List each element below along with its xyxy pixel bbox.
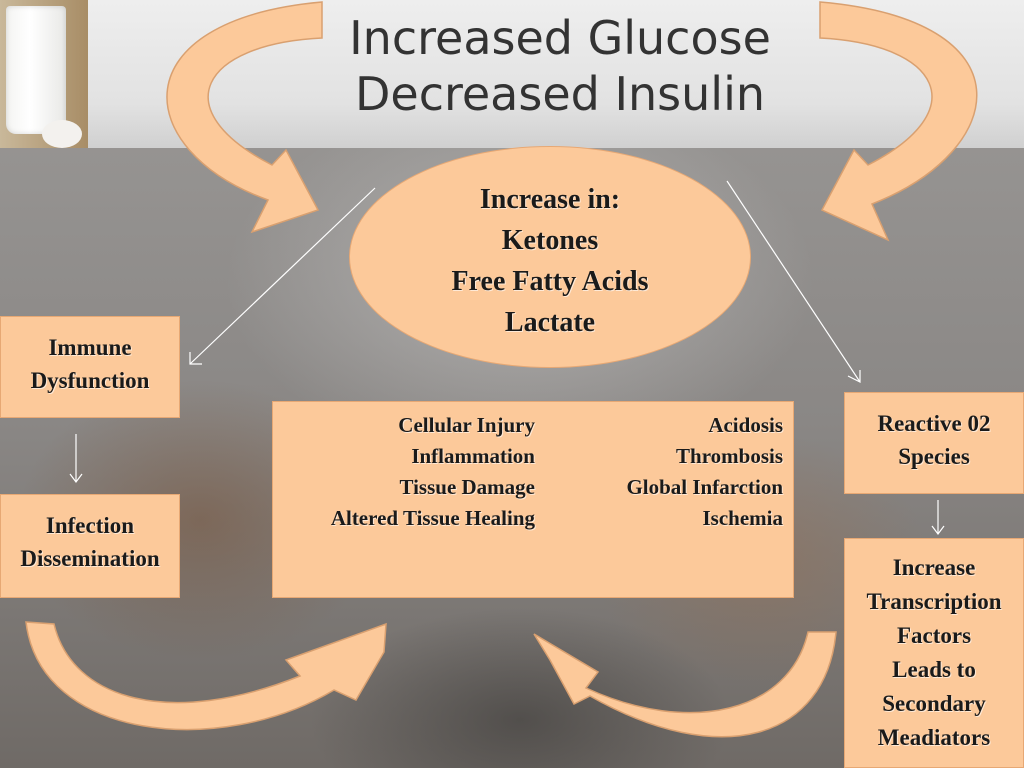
increase-in-ellipse: Increase in: Ketones Free Fatty Acids La…: [349, 146, 751, 368]
box-line: Dissemination: [20, 546, 160, 571]
transcription-factors-box: Increase Transcription Factors Leads to …: [844, 538, 1024, 768]
connector-ellipse-to-immune: [189, 187, 376, 365]
reactive-o2-species-box: Reactive 02 Species: [844, 392, 1024, 494]
down-arrow-ros-to-transcription: [931, 500, 945, 535]
slide-title: Increased Glucose Decreased Insulin: [290, 10, 830, 122]
box-line: Reactive 02: [877, 411, 991, 436]
effect-item: Inflammation: [411, 444, 535, 468]
curved-arrow-top-right: [819, 1, 978, 242]
title-line-1: Increased Glucose: [349, 11, 771, 65]
effects-center-box: Cellular Injury Inflammation Tissue Dama…: [272, 401, 794, 598]
ellipse-line: Increase in:: [479, 184, 621, 215]
curved-arrow-top-left: [166, 1, 323, 234]
box-line: Dysfunction: [30, 368, 150, 393]
effect-item: Global Infarction: [626, 475, 783, 499]
effect-item: Altered Tissue Healing: [330, 506, 535, 530]
effect-item: Ischemia: [702, 506, 784, 530]
curved-arrow-bottom-right: [533, 631, 837, 738]
box-line: Increase: [892, 555, 976, 580]
effect-item: Cellular Injury: [398, 413, 535, 437]
box-line: Immune: [48, 335, 132, 360]
box-line: Meadiators: [877, 725, 991, 750]
box-line: Species: [898, 444, 970, 469]
curved-arrow-bottom-left: [25, 621, 387, 731]
ellipse-line: Ketones: [501, 225, 599, 256]
ellipse-line: Free Fatty Acids: [451, 266, 649, 297]
box-line: Secondary: [882, 691, 986, 716]
box-line: Transcription: [866, 589, 1002, 614]
effects-right-column: Acidosis Thrombosis Global Infarction Is…: [543, 410, 783, 534]
immune-dysfunction-box: Immune Dysfunction: [0, 316, 180, 418]
title-line-2: Decreased Insulin: [354, 67, 766, 121]
box-line: Infection: [45, 513, 135, 538]
ellipse-line: Lactate: [504, 307, 596, 338]
milk-photo: [0, 0, 88, 148]
effects-left-column: Cellular Injury Inflammation Tissue Dama…: [273, 410, 535, 534]
down-arrow-immune-to-infection: [69, 434, 83, 483]
egg-icon: [42, 120, 82, 148]
effect-item: Tissue Damage: [399, 475, 535, 499]
effect-item: Thrombosis: [676, 444, 783, 468]
milk-glass-icon: [6, 6, 66, 134]
infection-dissemination-box: Infection Dissemination: [0, 494, 180, 598]
box-line: Factors: [896, 623, 972, 648]
box-line: Leads to: [892, 657, 976, 682]
connector-ellipse-to-ros: [726, 180, 861, 383]
effect-item: Acidosis: [708, 413, 783, 437]
